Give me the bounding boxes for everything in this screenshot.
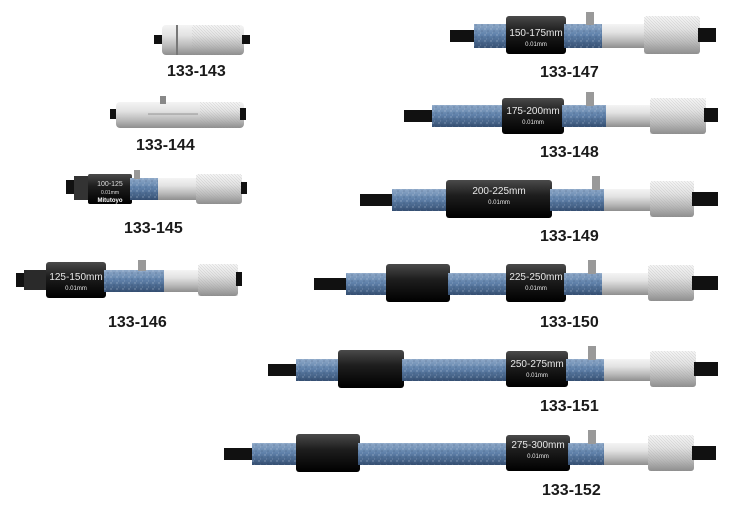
model-label: 133-147 [540, 64, 599, 81]
model-label: 133-143 [167, 63, 226, 80]
model-label: 133-148 [540, 144, 599, 161]
range-text: 275-300mm [511, 440, 564, 451]
range-text: 100-125 [97, 181, 123, 188]
product-133-148: 175-200mm 0.01mm 133-148 [402, 92, 720, 168]
resolution-text: 0.01mm [526, 373, 548, 379]
resolution-text: 0.01mm [527, 454, 549, 460]
model-label: 133-149 [540, 228, 599, 245]
brand-text: Mitutoyo [98, 198, 123, 204]
range-text: 200-225mm [472, 186, 525, 197]
micrometer-133-147-image: 150-175mm 0.01mm [450, 12, 716, 54]
model-label: 133-146 [108, 314, 167, 331]
micrometer-133-144-image [110, 96, 246, 128]
resolution-text: 0.01mm [525, 42, 547, 48]
resolution-text: 0.01mm [525, 286, 547, 292]
product-133-149: 200-225mm 0.01mm 133-149 [358, 176, 720, 252]
model-label: 133-152 [542, 482, 601, 499]
product-133-152: 275-300mm 0.01mm 133-152 [222, 430, 720, 506]
micrometer-133-152-image: 275-300mm 0.01mm [224, 430, 716, 472]
model-label: 133-151 [540, 398, 599, 415]
micrometer-133-148-image: 175-200mm 0.01mm [404, 92, 718, 134]
model-label: 133-150 [540, 314, 599, 331]
product-133-145: 100-125 0.01mm Mitutoyo 133-145 [64, 166, 249, 237]
product-133-144: 133-144 [108, 94, 248, 164]
resolution-text: 0.01mm [488, 200, 510, 206]
product-133-146: 125-150mm 0.01mm 133-146 [14, 258, 244, 334]
micrometer-133-150-image: 225-250mm 0.01mm [314, 260, 718, 302]
resolution-text: 0.01mm [101, 190, 119, 196]
micrometer-133-145-image: 100-125 0.01mm Mitutoyo [66, 170, 247, 204]
micrometer-133-146-image: 125-150mm 0.01mm [16, 260, 242, 298]
micrometer-133-143-image [154, 25, 250, 55]
range-text: 125-150mm [49, 272, 102, 283]
range-text: 150-175mm [509, 28, 562, 39]
resolution-text: 0.01mm [65, 286, 87, 292]
micrometer-133-151-image: 250-275mm 0.01mm [268, 346, 718, 388]
product-133-147: 150-175mm 0.01mm 133-147 [448, 10, 720, 86]
product-133-151: 250-275mm 0.01mm 133-151 [266, 346, 720, 422]
range-text: 175-200mm [506, 106, 559, 117]
product-133-150: 225-250mm 0.01mm 133-150 [312, 260, 720, 336]
product-133-143: 133-143 [152, 20, 252, 90]
micrometer-133-149-image: 200-225mm 0.01mm [360, 176, 718, 218]
range-text: 225-250mm [509, 272, 562, 283]
resolution-text: 0.01mm [522, 120, 544, 126]
range-text: 250-275mm [510, 359, 563, 370]
model-label: 133-144 [136, 137, 195, 154]
model-label: 133-145 [124, 220, 183, 237]
